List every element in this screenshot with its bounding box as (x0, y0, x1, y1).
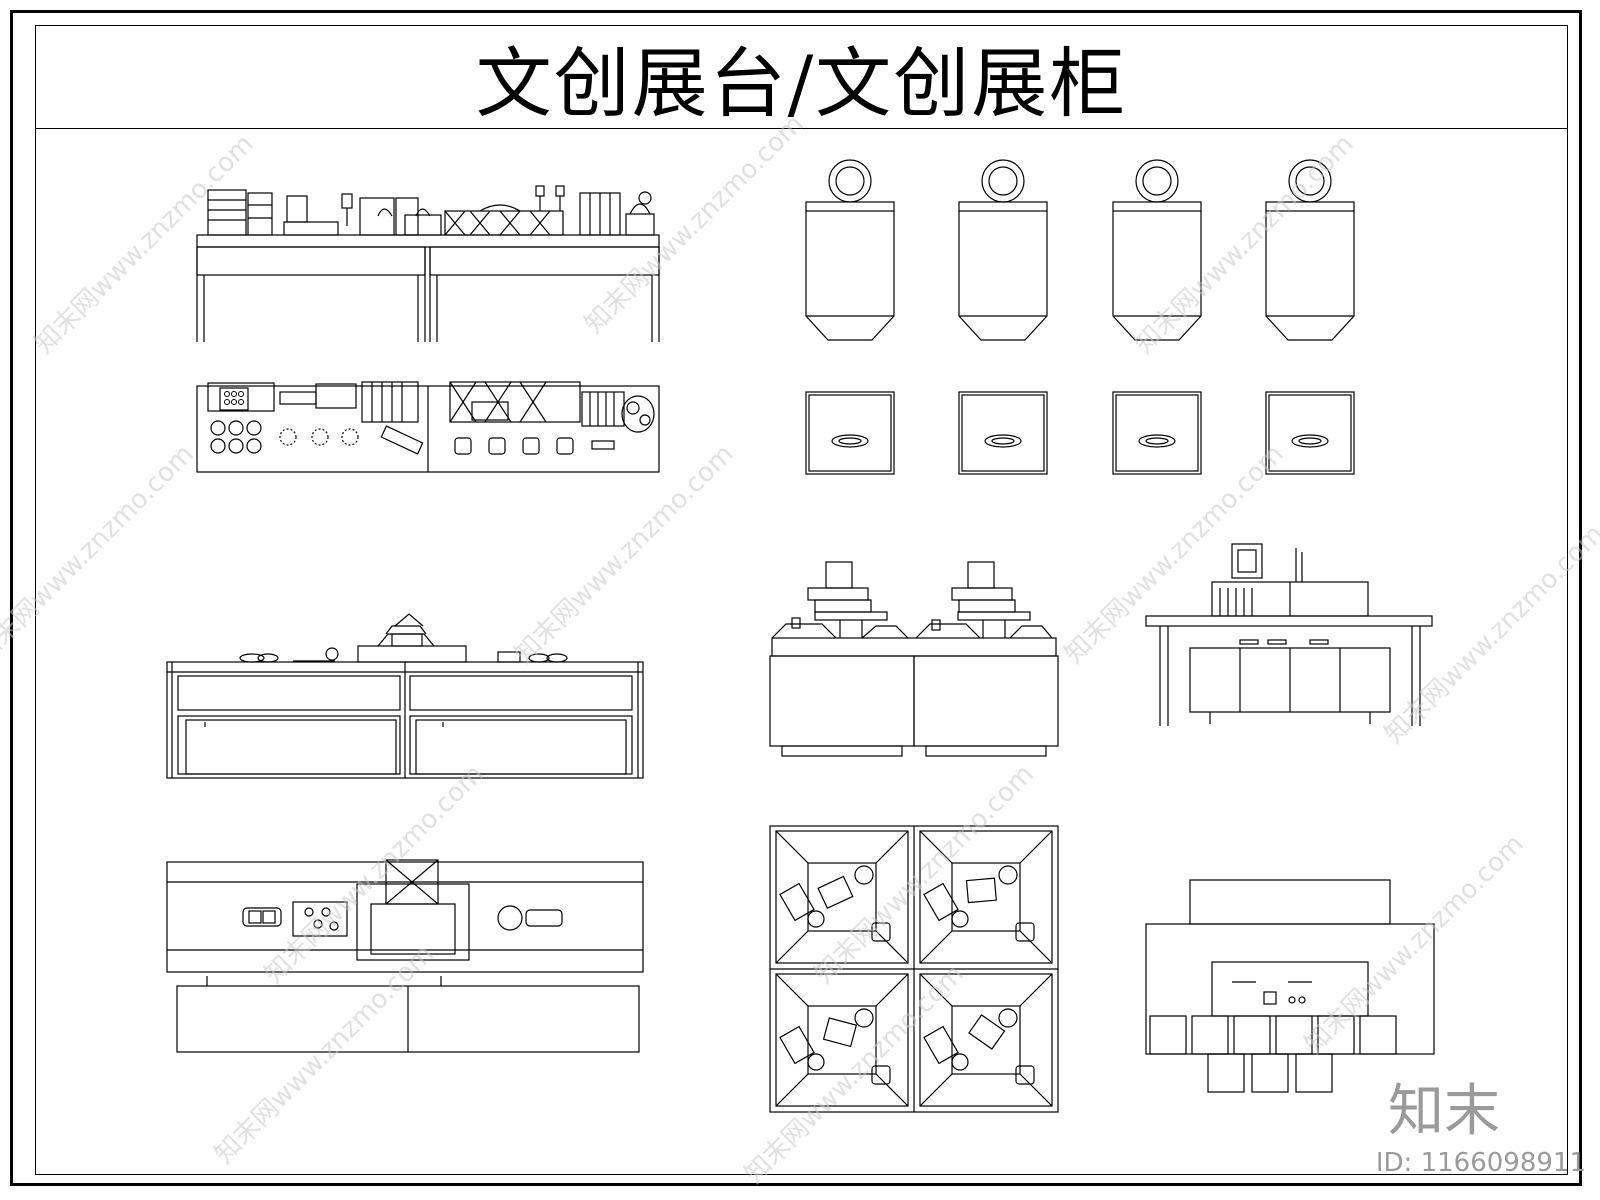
twin-island-plan (769, 825, 1059, 1113)
stool-front-6 (1359, 1015, 1397, 1055)
watermark-text: 知末网www.znzmo.com (259, 759, 490, 990)
watermark-text: 知末网www.znzmo.com (739, 959, 970, 1190)
brand-mark: 知末 (1388, 1079, 1500, 1144)
stool-front-3 (1233, 1015, 1271, 1055)
pillar-cabinet-1 (805, 159, 895, 341)
pillar-cabinets-plan (805, 391, 1355, 475)
pillar-cabinets-elevation (805, 159, 1355, 341)
stool-front-2 (1191, 1015, 1229, 1055)
watermark-text: 知末网www.znzmo.com (579, 109, 810, 340)
display-table-plan (196, 381, 660, 473)
twin-island-elevation (769, 561, 1059, 757)
island-quadrant-4 (919, 973, 1053, 1107)
pillar-cabinet-4 (1265, 159, 1355, 341)
stool-back-3 (1295, 1053, 1333, 1093)
display-table-elevation (196, 185, 660, 342)
drawing-border-inner (35, 25, 1568, 1175)
watermark-text: 知末网www.znzmo.com (1129, 129, 1360, 360)
long-counter-plan (166, 859, 644, 1053)
stool-back-2 (1251, 1053, 1289, 1093)
watermark-text: 知末网www.znzmo.com (1299, 829, 1530, 1060)
drawing-title: 文创展台/文创展柜 (475, 38, 1128, 128)
island-quadrant-3 (775, 973, 909, 1107)
pillar-plan-4 (1265, 391, 1355, 475)
watermark-text: 知末网www.znzmo.com (29, 129, 260, 360)
desk-stools-plan (1145, 879, 1435, 1093)
stool-front-4 (1275, 1015, 1313, 1055)
pillar-plan-3 (1112, 391, 1202, 475)
pillar-plan-1 (805, 391, 895, 475)
island-quadrant-2 (919, 830, 1053, 964)
long-counter-elevation (166, 613, 644, 779)
pillar-plan-2 (958, 391, 1048, 475)
stool-back-1 (1207, 1053, 1245, 1093)
watermark-text: 知末网www.znzmo.com (0, 439, 200, 670)
pillar-cabinet-2 (958, 159, 1048, 341)
stool-front-1 (1149, 1015, 1187, 1055)
watermark-text: 知末网www.znzmo.com (809, 759, 1040, 990)
drawing-border-outer (10, 10, 1582, 1186)
image-id-label: ID: 1166098911 (1375, 1148, 1586, 1178)
watermark-text: 知末网www.znzmo.com (209, 939, 440, 1170)
desk-cabinet-elevation (1145, 543, 1433, 726)
stool-front-5 (1317, 1015, 1355, 1055)
watermark-text: 知末网www.znzmo.com (509, 439, 740, 670)
island-quadrant-1 (775, 830, 909, 964)
pillar-cabinet-3 (1112, 159, 1202, 341)
title-block: 文创展台/文创展柜 (35, 25, 1568, 129)
